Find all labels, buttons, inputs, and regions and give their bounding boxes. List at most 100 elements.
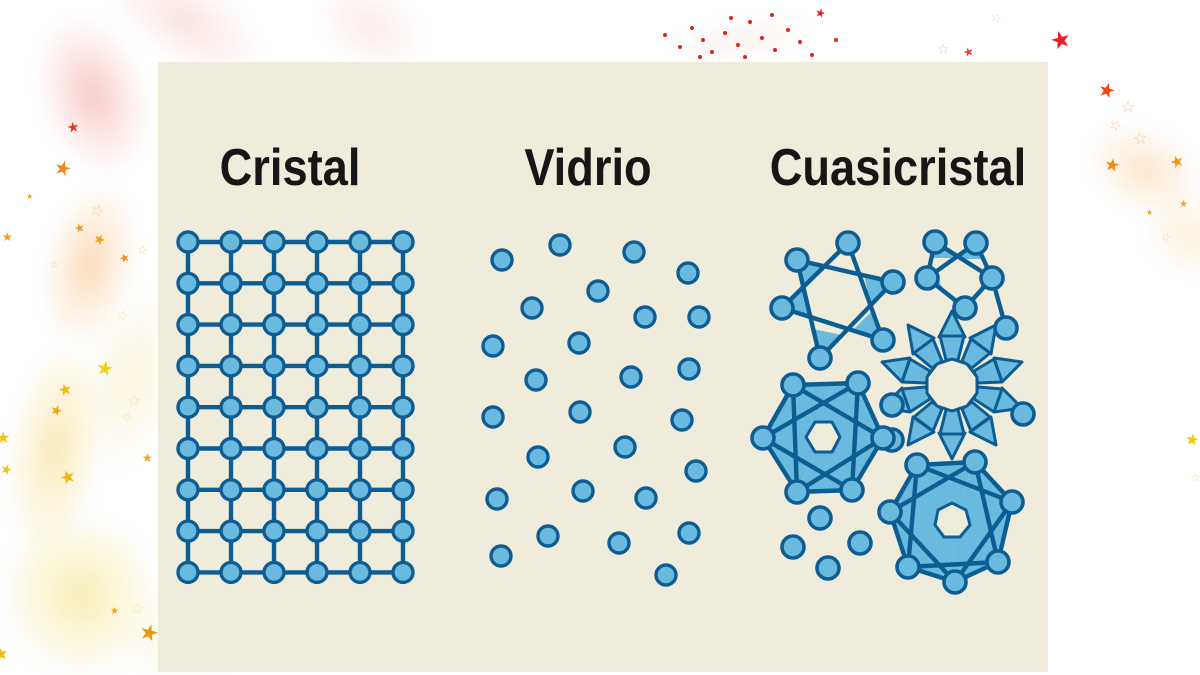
atom-circle xyxy=(348,519,372,543)
atom-circle xyxy=(219,519,243,543)
quasi-hole xyxy=(925,357,979,413)
decor-sparkle-dot xyxy=(698,55,702,59)
atom-circle xyxy=(219,395,243,419)
atom-circle xyxy=(962,449,988,475)
bond-line xyxy=(845,242,886,341)
atom-circle xyxy=(536,524,560,548)
quasi-tile xyxy=(763,437,823,492)
atom-circle xyxy=(262,395,286,419)
atom-circle xyxy=(176,478,200,502)
bond-line xyxy=(796,257,894,285)
atom-circle xyxy=(219,478,243,502)
atom-circle xyxy=(567,331,591,355)
atom-circle xyxy=(750,425,776,451)
bond-line xyxy=(780,241,850,310)
quasi-hole xyxy=(804,420,842,454)
atom-circle xyxy=(670,408,694,432)
atom-circle xyxy=(607,531,631,555)
atom-circle xyxy=(391,560,415,585)
decor-sparkle-dot xyxy=(663,33,667,37)
atom-circle xyxy=(489,544,513,568)
decor-star-icon: ★ xyxy=(0,428,11,447)
atom-circle xyxy=(262,354,286,378)
atom-circle xyxy=(524,368,548,392)
bond-line xyxy=(794,259,823,359)
atom-circle xyxy=(391,519,415,543)
bond-line xyxy=(818,280,895,360)
atom-circle xyxy=(880,269,906,295)
bond-line xyxy=(916,462,1013,505)
atom-circle xyxy=(922,229,948,255)
decor-sparkle-dot xyxy=(701,38,705,42)
atom-circle xyxy=(677,357,701,381)
atom-circle xyxy=(391,395,415,419)
decor-star-icon: ★ xyxy=(1146,208,1154,217)
decor-sparkle-dot xyxy=(760,36,764,40)
quasi-hole xyxy=(933,501,972,539)
atom-circle xyxy=(305,312,329,337)
atom-circle xyxy=(305,230,329,254)
atom-circle xyxy=(176,436,200,461)
atom-circle xyxy=(481,405,505,429)
label-cristal: Cristal xyxy=(219,139,361,197)
bond-line xyxy=(953,500,1014,584)
atom-circle xyxy=(571,479,595,503)
atom-circle xyxy=(391,230,415,254)
bond-line xyxy=(907,559,999,570)
atom-circle xyxy=(305,395,329,419)
atom-circle xyxy=(391,478,415,502)
atom-circle xyxy=(870,425,896,451)
atom-circle xyxy=(633,305,657,329)
atom-circle xyxy=(784,479,810,505)
atom-circle xyxy=(176,271,200,295)
quasi-tile xyxy=(797,437,852,492)
bond-line xyxy=(795,436,885,494)
decor-sparkle-dot xyxy=(798,40,802,44)
decor-star-icon: ☆ xyxy=(1121,97,1136,116)
atom-circle xyxy=(586,279,610,303)
atom-circle xyxy=(305,478,329,502)
atom-circle xyxy=(815,555,841,581)
atom-circle xyxy=(176,395,200,419)
decor-sparkle-dot xyxy=(834,38,838,42)
atom-circle xyxy=(305,436,329,461)
atom-circle xyxy=(348,395,372,419)
decor-sparkle-dot xyxy=(729,16,733,20)
atom-circle xyxy=(348,230,372,254)
atom-circle xyxy=(993,315,1019,341)
atom-circle xyxy=(676,261,700,285)
atom-circle xyxy=(942,569,968,595)
atom-circle xyxy=(262,519,286,543)
atom-circle xyxy=(895,554,921,580)
atom-circle xyxy=(262,436,286,461)
atom-circle xyxy=(219,354,243,378)
atom-circle xyxy=(391,354,415,378)
atom-circle xyxy=(305,560,329,585)
decor-star-icon: ★ xyxy=(110,606,119,617)
bond-line xyxy=(761,436,854,492)
quasi-tile xyxy=(938,334,966,362)
atom-circle xyxy=(348,560,372,585)
atom-circle xyxy=(262,478,286,502)
decor-sparkle-dot xyxy=(810,53,814,57)
atom-circle xyxy=(391,271,415,295)
label-vidrio: Vidrio xyxy=(524,139,652,197)
atom-circle xyxy=(879,392,905,418)
atom-circle xyxy=(219,560,243,585)
decor-sparkle-dot xyxy=(678,45,682,49)
decor-sparkle-dot xyxy=(773,48,777,52)
atom-circle xyxy=(807,345,833,371)
atom-circle xyxy=(634,486,658,510)
decor-star-icon: ★ xyxy=(26,192,34,201)
decor-sparkle-dot xyxy=(770,13,774,17)
atom-circle xyxy=(219,312,243,337)
atom-circle xyxy=(520,296,544,320)
decor-star-icon: ★ xyxy=(142,451,153,465)
quasi-tile xyxy=(917,462,975,521)
label-cuasicristal: Cuasicristal xyxy=(769,139,1027,197)
atom-circle xyxy=(835,230,861,256)
atom-circle xyxy=(391,436,415,461)
atom-circle xyxy=(262,271,286,295)
